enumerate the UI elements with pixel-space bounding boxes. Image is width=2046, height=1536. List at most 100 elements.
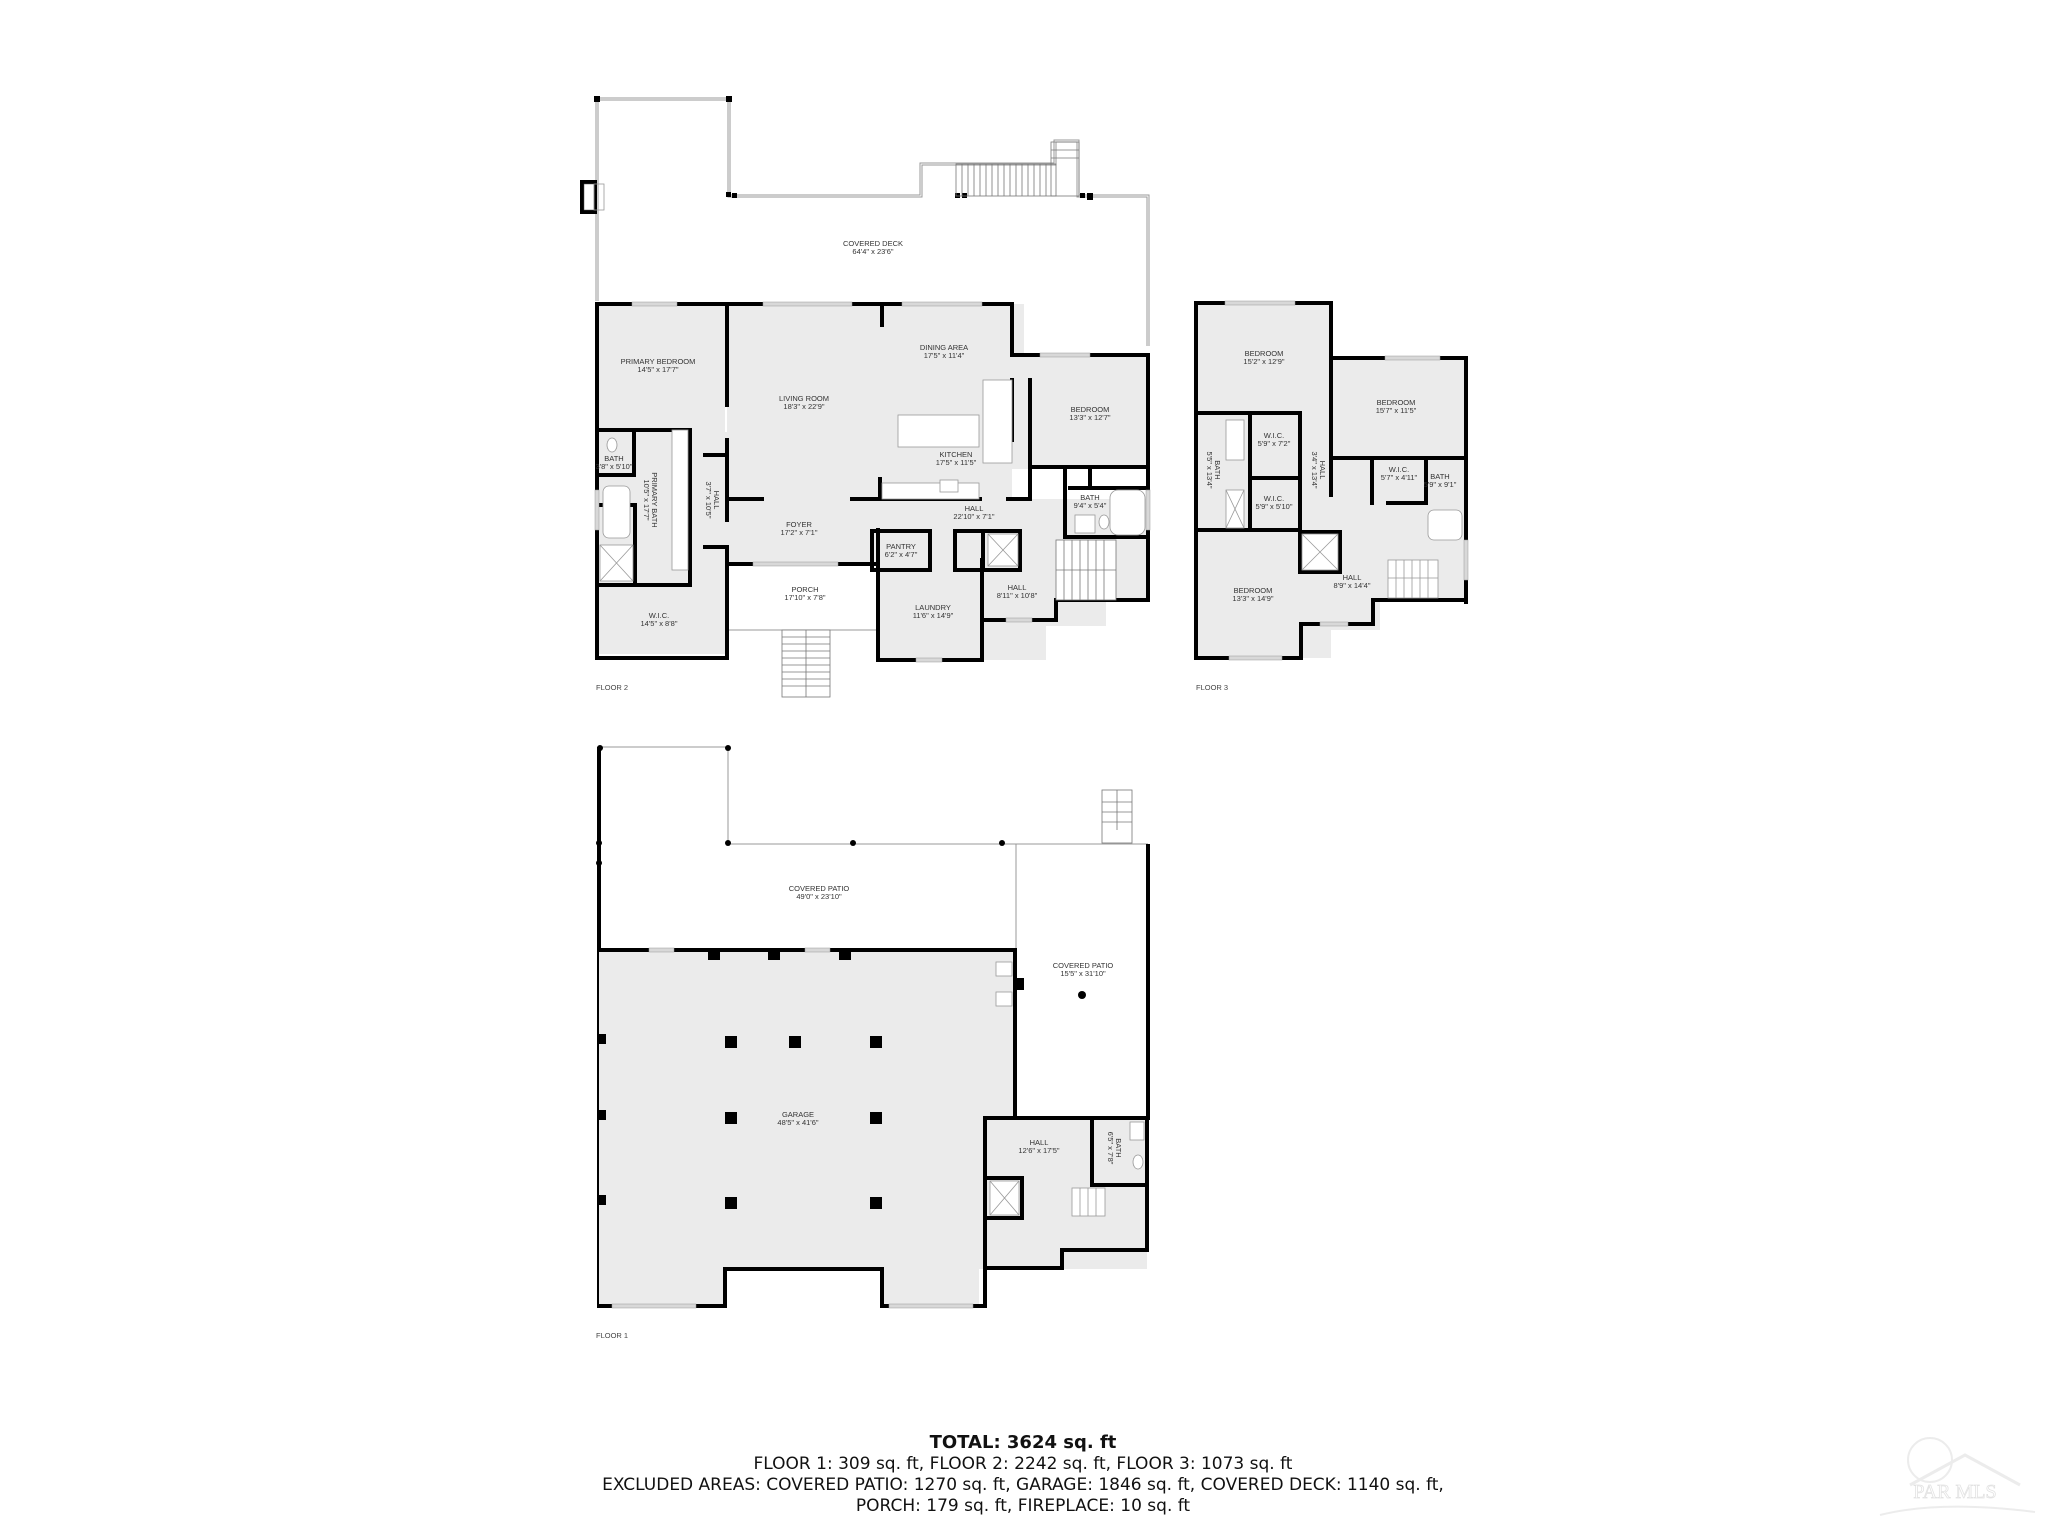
porch-stairs xyxy=(781,629,831,698)
room-dims: 5'7" x 4'11" xyxy=(1381,473,1418,482)
room-name: COVERED DECK xyxy=(843,239,903,248)
floor-2-plan: COVERED DECK 64'4" x 23'6" PRIMARY BEDRO… xyxy=(580,96,1151,698)
patio-posts xyxy=(596,745,1086,999)
room-name: KITCHEN xyxy=(940,450,973,459)
room-dims: 15'7" x 11'5" xyxy=(1376,406,1417,415)
patio-stairs xyxy=(1101,789,1133,844)
room-name: PRIMARY BATH xyxy=(650,472,659,527)
room-name: HALL xyxy=(1318,461,1327,480)
room-name: W.I.C. xyxy=(649,611,669,620)
room-dims: 22'10" x 7'1" xyxy=(953,512,994,521)
room-dims: 14'5" x 17'7" xyxy=(637,365,678,374)
room-dims: 15'5" x 31'10" xyxy=(1060,969,1106,978)
floor-label: FLOOR 3 xyxy=(1196,683,1228,692)
floor-1-labels: COVERED PATIO 49'0" x 23'10" COVERED PAT… xyxy=(596,884,1123,1340)
room-name: FOYER xyxy=(786,520,812,529)
room-name: LAUNDRY xyxy=(915,603,951,612)
room-name: BATH xyxy=(1080,493,1099,502)
room-name: BEDROOM xyxy=(1071,405,1110,414)
par-mls-watermark: PAR MLS xyxy=(1870,1430,2040,1530)
room-name: HALL xyxy=(712,491,721,510)
floor-3-plan: BEDROOM 15'2" x 12'9" BEDROOM 15'7" x 11… xyxy=(1194,300,1469,692)
floor-2-labels: COVERED DECK 64'4" x 23'6" PRIMARY BEDRO… xyxy=(596,239,1111,692)
room-dims: 8'11" x 10'8" xyxy=(997,591,1038,600)
room-dims: 3'8" x 5'10" xyxy=(596,462,633,471)
floor-2-walls xyxy=(595,302,1150,662)
room-dims: 3'7" x 10'5" xyxy=(704,482,713,519)
room-dims: 48'5" x 41'6" xyxy=(777,1118,818,1127)
room-dims: 3'4" x 13'4" xyxy=(1310,452,1319,489)
room-dims: 9'4" x 5'4" xyxy=(1074,501,1107,510)
room-name: COVERED PATIO xyxy=(1053,961,1114,970)
house-logo-icon: PAR MLS xyxy=(1879,1437,2036,1516)
floor-1-windows xyxy=(611,947,974,1309)
room-dims: 5'9" x 9'1" xyxy=(1424,480,1457,489)
floor-2-windows xyxy=(594,301,1151,663)
floor-3-windows xyxy=(1224,300,1469,661)
room-dims: 12'6" x 17'5" xyxy=(1018,1146,1059,1155)
room-name: HALL xyxy=(1030,1138,1049,1147)
floor-3-labels: BEDROOM 15'2" x 12'9" BEDROOM 15'7" x 11… xyxy=(1196,349,1457,692)
room-name: BEDROOM xyxy=(1377,398,1416,407)
room-name: HALL xyxy=(965,504,984,513)
floor-areas: FLOOR 1: 309 sq. ft, FLOOR 2: 2242 sq. f… xyxy=(753,1454,1293,1474)
fireplace xyxy=(580,180,605,214)
interior-stairs-floor2 xyxy=(1055,539,1117,601)
room-dims: 13'3" x 14'9" xyxy=(1232,594,1273,603)
covered-patio-outline xyxy=(599,746,1148,951)
room-dims: 49'0" x 23'10" xyxy=(796,892,842,901)
excluded-areas-line-1: EXCLUDED AREAS: COVERED PATIO: 1270 sq. … xyxy=(602,1475,1444,1495)
room-name: BATH xyxy=(1430,472,1449,481)
room-dims: 64'4" x 23'6" xyxy=(852,247,893,256)
excluded-areas-line-2: PORCH: 179 sq. ft, FIREPLACE: 10 sq. ft xyxy=(855,1496,1191,1516)
room-dims: 5'9" x 7'2" xyxy=(1258,439,1291,448)
room-name: COVERED PATIO xyxy=(789,884,850,893)
room-name: W.I.C. xyxy=(1264,431,1284,440)
room-name: DINING AREA xyxy=(920,343,968,352)
room-name: HALL xyxy=(1008,583,1027,592)
room-dims: 17'5" x 11'5" xyxy=(936,458,977,467)
room-name: PANTRY xyxy=(886,542,916,551)
room-dims: 15'2" x 12'9" xyxy=(1243,357,1284,366)
kitchen-fixtures xyxy=(881,379,1013,500)
deck-posts xyxy=(594,96,1093,200)
floor-3-fixtures xyxy=(1225,419,1463,599)
room-dims: 14'5" x 8'8" xyxy=(641,619,678,628)
garage-columns xyxy=(598,950,1024,1209)
room-dims: 6'2" x 4'7" xyxy=(885,550,918,559)
floor-3-walls xyxy=(1194,301,1468,660)
room-dims: 13'3" x 12'7" xyxy=(1069,413,1110,422)
room-dims: 17'2" x 7'1" xyxy=(781,528,818,537)
room-dims: 10'5" x 17'7" xyxy=(642,479,651,520)
floor-1-rooms xyxy=(599,950,1147,1306)
watermark-text: PAR MLS xyxy=(1913,1481,1996,1503)
room-dims: 5'5" x 13'4" xyxy=(1205,452,1214,489)
area-summary: TOTAL: 3624 sq. ft FLOOR 1: 309 sq. ft, … xyxy=(0,1432,2046,1517)
room-dims: 6'5" x 7'8" xyxy=(1106,1132,1115,1165)
room-name: BEDROOM xyxy=(1245,349,1284,358)
floor-label: FLOOR 1 xyxy=(596,1331,628,1340)
room-name: HALL xyxy=(1343,573,1362,582)
room-name: PORCH xyxy=(791,585,818,594)
deck-stairs xyxy=(955,141,1080,197)
room-dims: 18'3" x 22'9" xyxy=(783,402,824,411)
bath-fixtures xyxy=(599,429,1146,582)
room-name: W.I.C. xyxy=(1389,465,1409,474)
floor-label: FLOOR 2 xyxy=(596,683,628,692)
floor-1-fixtures xyxy=(989,961,1145,1217)
room-dims: 11'6" x 14'9" xyxy=(913,611,954,620)
room-dims: 17'10" x 7'8" xyxy=(784,593,825,602)
room-dims: 5'9" x 5'10" xyxy=(1256,502,1293,511)
room-name: BATH xyxy=(1213,460,1222,479)
room-name: BATH xyxy=(1114,1138,1123,1157)
room-name: PRIMARY BEDROOM xyxy=(621,357,696,366)
room-name: BEDROOM xyxy=(1234,586,1273,595)
room-name: W.I.C. xyxy=(1264,494,1284,503)
room-name: LIVING ROOM xyxy=(779,394,829,403)
room-dims: 17'5" x 11'4" xyxy=(924,351,965,360)
floor-1-plan: COVERED PATIO 49'0" x 23'10" COVERED PAT… xyxy=(596,745,1150,1340)
room-name: GARAGE xyxy=(782,1110,814,1119)
room-dims: 8'9" x 14'4" xyxy=(1334,581,1371,590)
room-name: BATH xyxy=(604,454,623,463)
